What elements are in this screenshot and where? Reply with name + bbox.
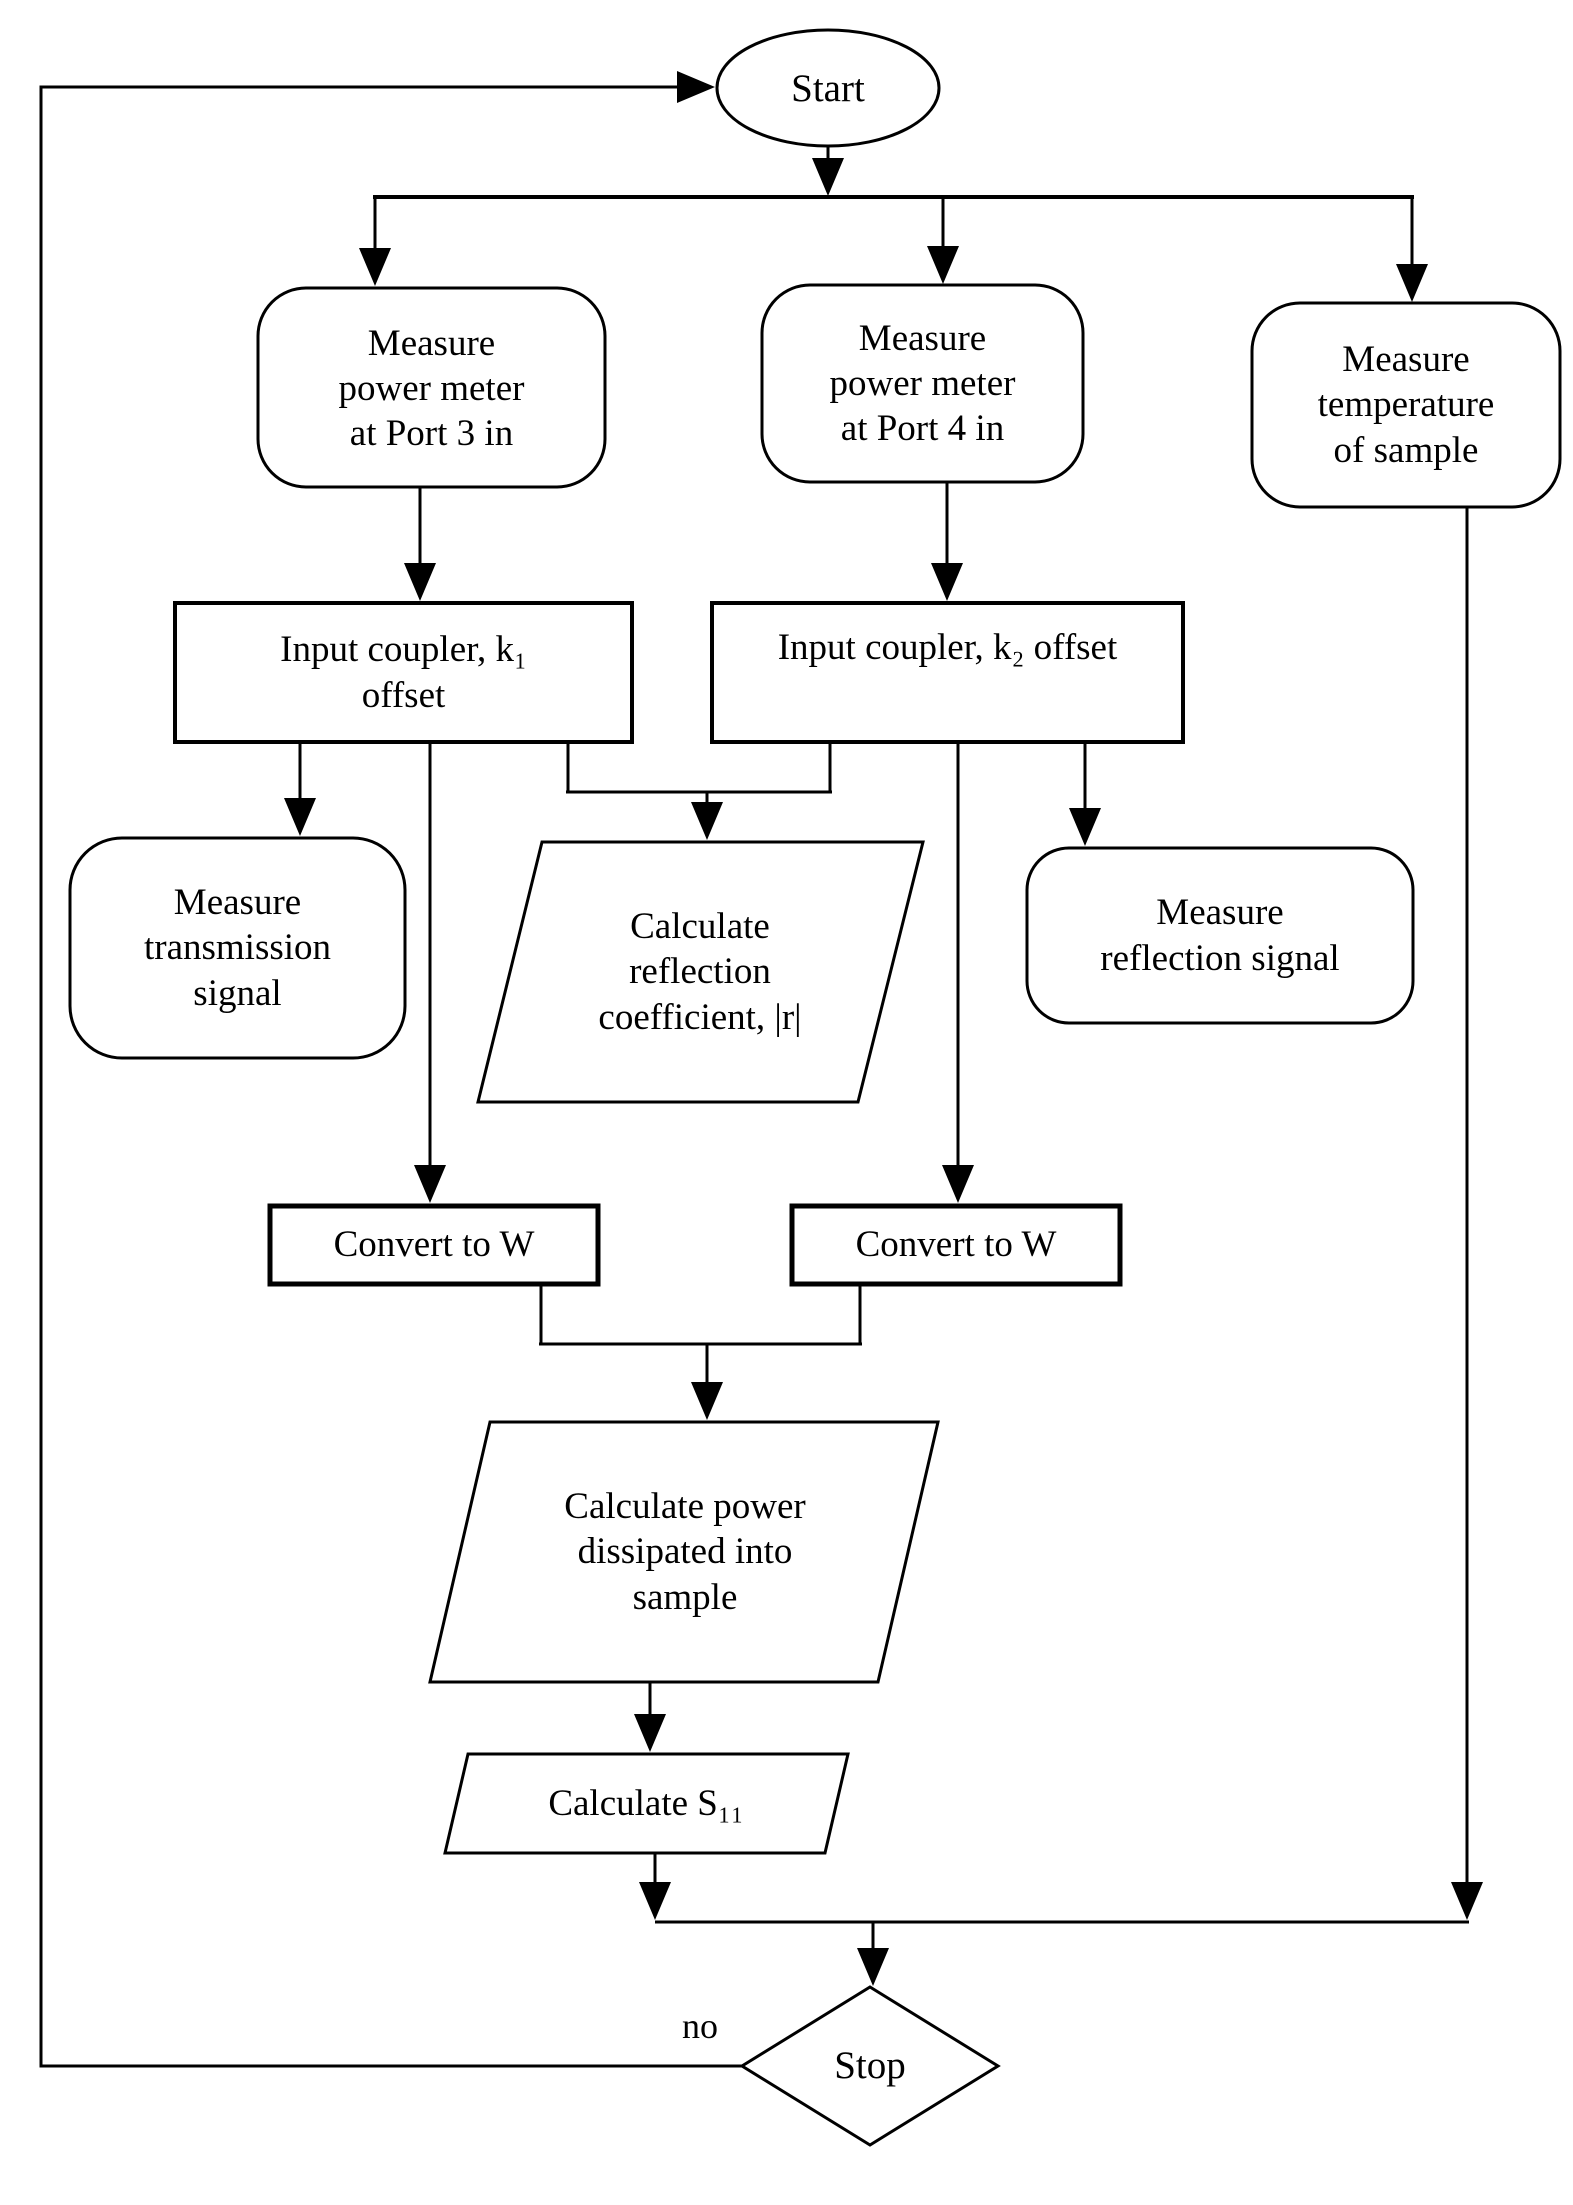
edge-k2-to-reflection-signal — [1069, 742, 1101, 846]
edge-port3-to-k1 — [404, 487, 436, 601]
arrowhead-into-branch-line — [812, 158, 844, 196]
convert-w-right-node-shape — [789, 1203, 1123, 1287]
calc-reflection-node-shape — [476, 840, 925, 1104]
measure-port4-node-shape — [760, 283, 1085, 484]
arrowhead-s11-into-merge — [639, 1882, 671, 1920]
input-coupler-k1-node-shape — [173, 601, 634, 744]
input-coupler-k2-node-shape — [710, 601, 1185, 744]
arrowhead-into-reflection-signal — [1069, 808, 1101, 846]
arrowhead-into-port3 — [359, 248, 391, 286]
arrowhead-temperature-into-merge — [1451, 1882, 1483, 1920]
start-node-shape — [715, 28, 941, 148]
edge-k1-to-transmission — [284, 742, 316, 836]
edge-calc-power-to-s11 — [634, 1682, 666, 1752]
arrowhead-into-transmission — [284, 798, 316, 836]
measure-port3-node-shape — [256, 286, 607, 489]
arrowhead-into-start — [677, 71, 715, 103]
edge-converts-to-calc-power — [539, 1283, 862, 1420]
edge-s11-and-temperature-to-stop — [639, 507, 1483, 1986]
arrowhead-into-port4 — [927, 246, 959, 284]
measure-temperature-node-shape — [1250, 301, 1562, 509]
measure-reflection-node-shape — [1025, 846, 1415, 1025]
stop-node-shape — [739, 1985, 1001, 2147]
edge-no-loopback — [39, 71, 742, 2068]
edge-port4-to-k2 — [931, 482, 963, 601]
measure-transmission-node-shape — [68, 836, 407, 1060]
arrowhead-into-convert-left — [414, 1165, 446, 1203]
calc-power-node-shape — [428, 1420, 940, 1684]
arrowhead-into-reflection-coefficient — [691, 802, 723, 840]
arrowhead-into-convert-right — [942, 1165, 974, 1203]
edge-start-to-branches — [359, 145, 1428, 302]
arrowhead-into-k1 — [404, 563, 436, 601]
arrowhead-into-calc-power — [691, 1382, 723, 1420]
calc-s11-node-shape — [443, 1752, 850, 1855]
convert-w-left-node-shape — [267, 1203, 601, 1287]
arrowhead-into-k2 — [931, 563, 963, 601]
arrowhead-into-stop — [857, 1948, 889, 1986]
edge-k1-k2-to-reflection-coefficient — [566, 742, 832, 840]
edge-k2-to-convert-right — [942, 742, 974, 1203]
arrowhead-into-s11 — [634, 1714, 666, 1752]
arrowhead-into-temperature — [1396, 264, 1428, 302]
edge-k1-to-convert-left — [414, 742, 446, 1203]
